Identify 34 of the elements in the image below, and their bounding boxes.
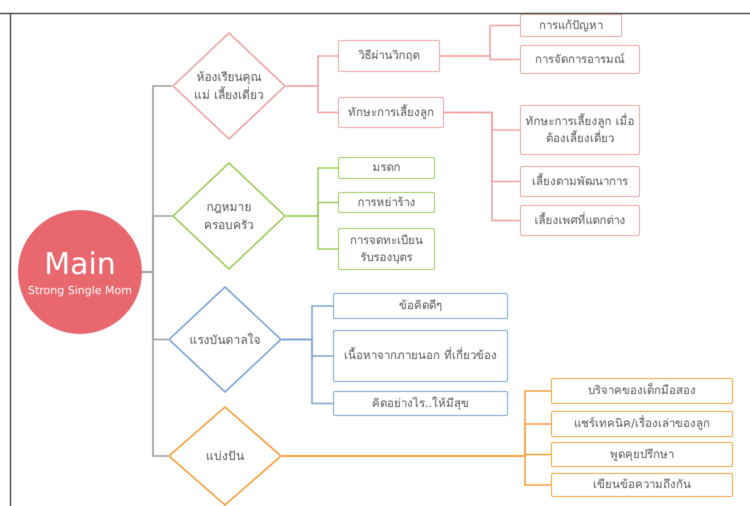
topic-text: แบ่งปัน xyxy=(205,448,245,465)
subtopic-box: การแก้ปัญหา xyxy=(520,14,622,37)
subtopic-box: วิธีผ่านวิกฤต xyxy=(338,40,440,72)
subtopic-box: การจดทะเบียน รับรองบุตร xyxy=(338,228,435,270)
subtopic-box: ข้อคิดดีๆ xyxy=(333,293,508,319)
diamond-node xyxy=(168,286,282,393)
subtopic-box: เลี้ยงเพศที่แตกต่าง xyxy=(520,205,640,236)
subtopic-box: เลี้ยงตามพัฒนาการ xyxy=(520,166,640,197)
connector-line xyxy=(286,215,338,250)
main-subtitle: Strong Single Mom xyxy=(28,284,132,298)
diamond-node xyxy=(168,406,282,506)
connector-line xyxy=(282,338,333,404)
subtopic-box: การจัดการอารมณ์ xyxy=(520,45,640,74)
connector-line xyxy=(142,271,168,457)
connector-line xyxy=(286,85,338,114)
subtopic-box: คิดอย่างไร..ให้มีสุข xyxy=(333,391,508,416)
subtopic-box: การหย่าร้าง xyxy=(338,192,435,213)
subtopic-box: มรดก xyxy=(338,157,435,179)
diamond-node xyxy=(172,32,286,140)
subtopic-box: ทักษะการเลี้ยงลูก เมื่อต้องเลี้ยงเดี่ยว xyxy=(520,105,640,155)
connector-line xyxy=(282,455,551,486)
subtopic-box: ทักษะการเลี้ยงลูก xyxy=(338,97,444,128)
subtopic-box: บริจาคของเด็กมือสอง xyxy=(551,378,733,404)
subtopic-box: พูดคุยปรึกษา xyxy=(551,442,733,467)
subtopic-box: เขียนข้อความถึงกัน xyxy=(551,473,733,497)
topic-text: กฎหมาย ครอบครัว xyxy=(203,199,255,234)
main-title: Main xyxy=(44,246,116,284)
subtopic-box: เนื้อหาจากภายนอก ที่เกี่ยวข้อง xyxy=(333,330,508,382)
connector-line xyxy=(440,55,520,60)
topic-text: ห้องเรียนคุณแม่ เลี้ยงเดี่ยว xyxy=(193,69,265,104)
diamond-node xyxy=(172,162,286,270)
topic-text: แรงบันดาลใจ xyxy=(188,332,262,348)
subtopic-box: แชร์เทคนิค/เรื่องเล่าของลูก xyxy=(551,411,733,437)
connector-line xyxy=(444,112,520,222)
